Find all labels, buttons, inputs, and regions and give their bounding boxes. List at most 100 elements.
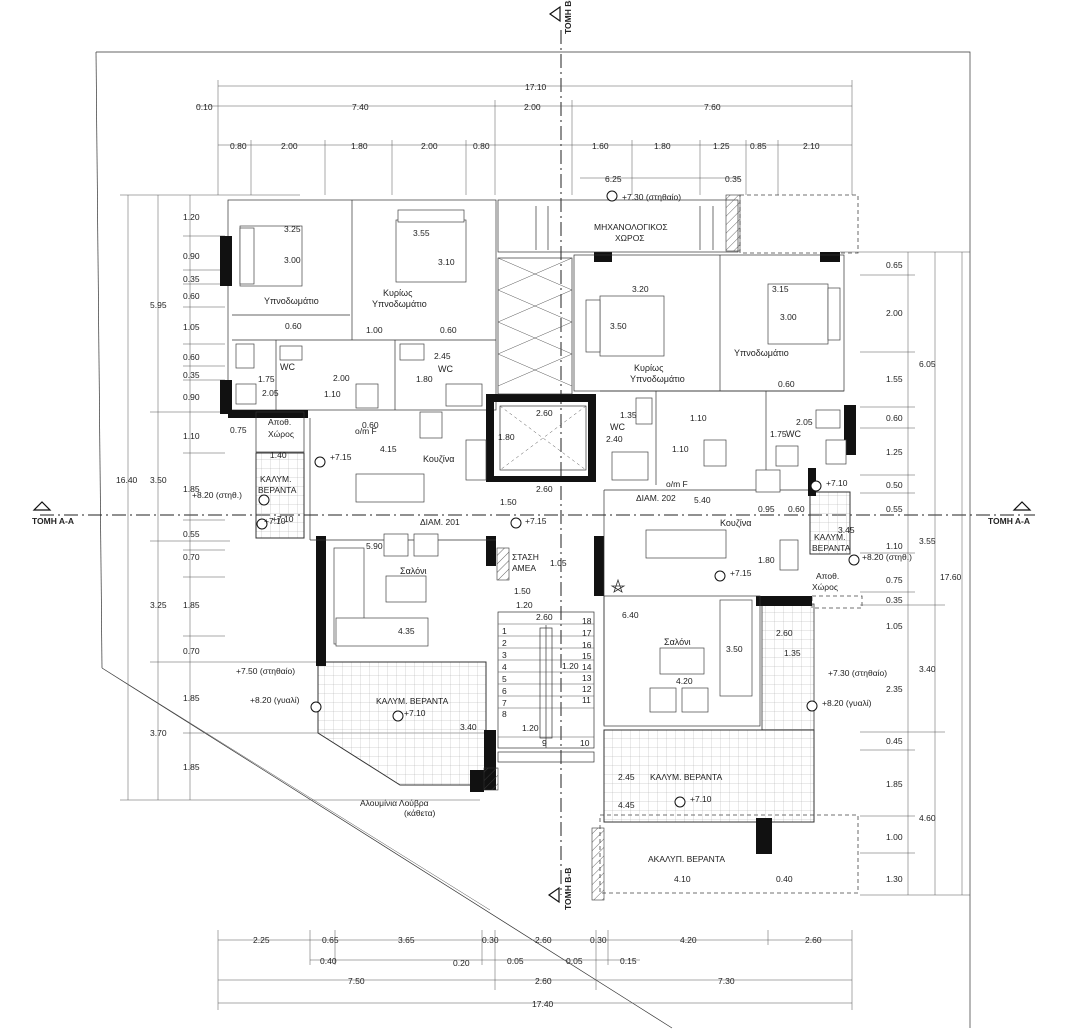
dim-int-b12: 5.40 xyxy=(694,495,711,505)
section-marker-aa-right: ΤΟΜΗ Α-Α xyxy=(988,501,1032,526)
room-wc-2: WC xyxy=(438,364,453,374)
dim-top-row3-10: 2.10 xyxy=(803,141,820,151)
level-l8: +7.10 xyxy=(404,708,426,718)
dim-int-a29: 1.20 xyxy=(522,723,539,733)
dim-top-total: 17.10 xyxy=(525,82,547,92)
dim-int-a16: 4.15 xyxy=(380,444,397,454)
dim-bottom-row1-7: 4.20 xyxy=(680,935,697,945)
label-apt-202: ΔΙΑΜ. 202 xyxy=(636,493,676,503)
dim-int-b17: 6.40 xyxy=(622,610,639,620)
level-l7: +8.20 (γυαλί) xyxy=(250,695,300,705)
dim-left-inner-11: 0.55 xyxy=(183,529,200,539)
stair-number: 10 xyxy=(580,738,590,748)
dim-int-b4: 3.00 xyxy=(780,312,797,322)
dim-left-inner-16: 1.85 xyxy=(183,762,200,772)
dim-top-row2-1: 0.10 xyxy=(196,102,213,112)
dim-right-inner-5: 1.25 xyxy=(886,447,903,457)
level-marker-icon xyxy=(810,480,822,492)
stair-number: 12 xyxy=(582,684,592,694)
level-marker-icon xyxy=(606,190,618,202)
label-aluminium-2: (κάθετα) xyxy=(404,808,436,818)
dim-int-b15: 3.45 xyxy=(838,525,855,535)
dim-int-a1: 3.25 xyxy=(284,224,301,234)
dim-int-a8: 2.45 xyxy=(434,351,451,361)
dim-right-inner-16: 1.30 xyxy=(886,874,903,884)
dim-top-035: 0.35 xyxy=(725,174,742,184)
dim-right-inner-13: 0.45 xyxy=(886,736,903,746)
staircase xyxy=(497,611,595,763)
dim-int-a22: 2.60 xyxy=(536,484,553,494)
dim-int-a23: 1.50 xyxy=(500,497,517,507)
dim-int-b26: 0.60 xyxy=(362,420,379,430)
level-l14: +7.10 xyxy=(690,794,712,804)
room-wc-4: WC xyxy=(786,429,801,439)
dim-top-row2-2: 7.40 xyxy=(352,102,369,112)
level-marker-icon xyxy=(848,554,860,566)
dim-int-b23: 4.45 xyxy=(618,800,635,810)
dim-left-inner-12: 0.70 xyxy=(183,552,200,562)
level-marker-icon xyxy=(674,796,686,808)
dim-top-row3-9: 0.85 xyxy=(750,141,767,151)
room-mech-1: ΜΗΧΑΝΟΛΟΓΙΚΟΣ xyxy=(594,222,668,232)
level-l5: +7.15 xyxy=(525,516,547,526)
dim-left-inner-14: 0.70 xyxy=(183,646,200,656)
dim-left-overall: 16.40 xyxy=(116,475,138,485)
dim-bottom-row2-5: 0.15 xyxy=(620,956,637,966)
dim-int-b1: 3.20 xyxy=(632,284,649,294)
dim-bottom-row1-6: 0.30 xyxy=(590,935,607,945)
level-l10: +7.15 xyxy=(730,568,752,578)
room-veranda-covered-left-1: ΚΑΛΥΜ. xyxy=(260,474,292,484)
dim-int-b14: 0.60 xyxy=(788,504,805,514)
dim-top-row2-4: 7.60 xyxy=(704,102,721,112)
dim-int-a19: 3.40 xyxy=(460,722,477,732)
level-marker-icon xyxy=(714,570,726,582)
dim-int-b22: 2.45 xyxy=(618,772,635,782)
room-bedroom-right: Υπνοδωμάτιο xyxy=(734,348,789,358)
dim-int-a12: 2.00 xyxy=(333,373,350,383)
dim-int-b8: 1.10 xyxy=(690,413,707,423)
level-l2: +7.15 xyxy=(330,452,352,462)
veranda-tiles xyxy=(255,194,863,894)
dim-right-inner-2: 2.00 xyxy=(886,308,903,318)
dim-bottom-row1-2: 0.65 xyxy=(322,935,339,945)
dim-int-a21: 1.80 xyxy=(498,432,515,442)
dim-bottom-row1-3: 3.65 xyxy=(398,935,415,945)
dim-right-inner-8: 1.10 xyxy=(886,541,903,551)
walls xyxy=(220,194,856,901)
room-master-left-1: Κυρίως xyxy=(383,288,413,298)
section-marker-aa-left: ΤΟΜΗ Α-Α xyxy=(32,501,74,526)
dim-bottom-row1-8: 2.60 xyxy=(805,935,822,945)
level-l12: +7.30 (στηθαίο) xyxy=(828,668,887,678)
room-bedroom-left: Υπνοδωμάτιο xyxy=(264,296,319,306)
section-marker-bb-bottom: ΤΟΜΗ Β-Β xyxy=(547,868,573,910)
dim-int-b6: 1.35 xyxy=(620,410,637,420)
interior-dimensions: 3.25 3.00 3.55 3.10 0.60 1.00 0.60 2.45 … xyxy=(230,224,855,884)
furniture xyxy=(235,209,847,713)
plot-boundary xyxy=(95,51,971,1029)
level-l3: +8.20 (στηθ.) xyxy=(192,490,242,500)
dim-right-overall: 17.60 xyxy=(940,572,962,582)
dim-int-a24: 1.50 xyxy=(514,586,531,596)
dim-int-a20: 2.60 xyxy=(536,408,553,418)
dim-bottom-row3-2: 2.60 xyxy=(535,976,552,986)
dim-left-inner-9: 1.10 xyxy=(183,431,200,441)
level-markers: +7.30 (στηθαίο) +7.15 +8.20 (στηθ.) +7.1… xyxy=(192,190,912,808)
level-marker-icon xyxy=(510,517,522,529)
room-veranda-left-big: ΚΑΛΥΜ. ΒΕΡΑΝΤΑ xyxy=(376,696,449,706)
dim-right-inner-11: 1.05 xyxy=(886,621,903,631)
left-dimension-chains: 16.40 5.95 3.50 3.25 3.70 1.20 0.90 0.35… xyxy=(116,194,490,801)
dim-right-inner-12: 2.35 xyxy=(886,684,903,694)
dim-int-b19: 1.35 xyxy=(784,648,801,658)
room-kitchen-right: Κουζίνα xyxy=(720,518,752,528)
dim-left-inner-3: 0.35 xyxy=(183,274,200,284)
section-marker-bb-top: ΤΟΜΗ Β-Β xyxy=(548,0,573,34)
room-stop-2: ΑΜΕΑ xyxy=(512,563,536,573)
dim-left-inner-4: 0.60 xyxy=(183,291,200,301)
dim-int-b7: 2.40 xyxy=(606,434,623,444)
dim-int-b16: 1.80 xyxy=(758,555,775,565)
room-storage-right-1: Αποθ. xyxy=(816,571,839,581)
level-l9: +7.10 xyxy=(826,478,848,488)
dim-int-a17: 5.90 xyxy=(366,541,383,551)
stair-number: 1 xyxy=(502,626,507,636)
shaft-cross xyxy=(497,257,587,471)
